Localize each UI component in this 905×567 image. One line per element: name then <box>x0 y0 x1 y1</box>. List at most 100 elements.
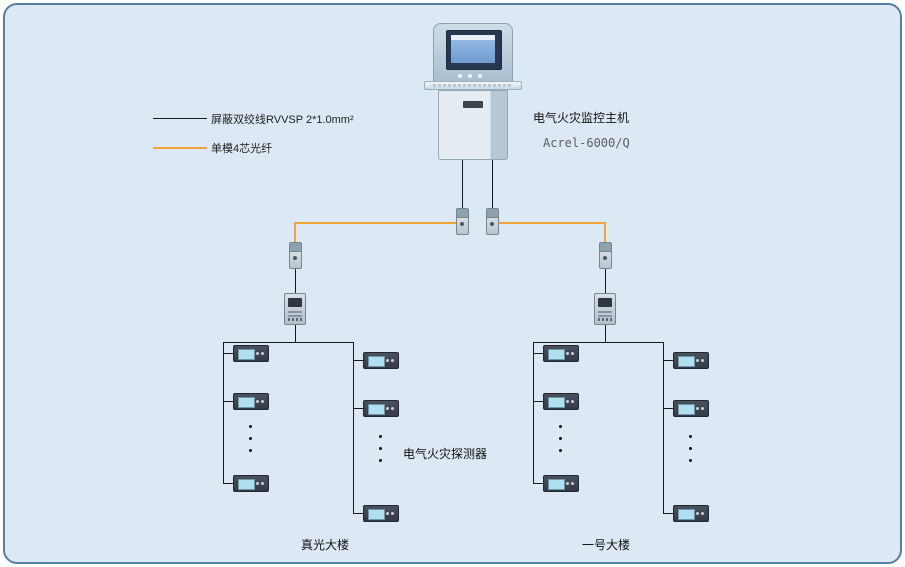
wire-segment <box>663 408 673 409</box>
legend-wire-label: 屏蔽双绞线RVVSP 2*1.0mm² <box>211 114 354 126</box>
detector-button-icon <box>256 352 259 355</box>
collector-terminals <box>288 318 302 321</box>
detector-screen <box>678 356 695 367</box>
detector-button-icon <box>256 482 259 485</box>
wire-segment <box>223 342 224 484</box>
building-label-left: 真光大楼 <box>301 538 350 552</box>
wire-segment <box>223 483 233 484</box>
ellipsis-dots <box>559 449 562 452</box>
collector-screen <box>598 298 612 307</box>
wire-segment <box>533 483 543 484</box>
detector-button-icon <box>566 352 569 355</box>
detector-screen <box>368 356 385 367</box>
detector-button-icon <box>261 352 264 355</box>
wire-segment <box>353 408 363 409</box>
wire-segment <box>353 513 363 514</box>
ellipsis-dots <box>379 447 382 450</box>
wire-segment <box>223 342 354 343</box>
fire-detector <box>543 393 579 410</box>
detector-screen <box>548 479 565 490</box>
detector-screen <box>678 404 695 415</box>
detector-button-icon <box>701 407 704 410</box>
ellipsis-dots <box>689 459 692 462</box>
detector-screen <box>368 509 385 520</box>
detector-button-icon <box>256 400 259 403</box>
detector-screen <box>238 479 255 490</box>
ellipsis-dots <box>379 459 382 462</box>
collector-row <box>288 311 302 313</box>
detectors-annotation: 电气火灾探测器 <box>403 447 488 461</box>
fire-detector <box>233 345 269 362</box>
fire-detector <box>673 352 709 369</box>
wire-segment <box>295 269 296 293</box>
fiber-segment <box>296 222 456 224</box>
data-collector <box>594 293 616 325</box>
legend-fiber-sample <box>153 147 207 149</box>
fiber-segment <box>604 222 606 242</box>
legend-fiber-label: 单模4芯光纤 <box>211 143 273 155</box>
collector-row <box>288 315 302 317</box>
detector-button-icon <box>566 482 569 485</box>
host-vent-slot <box>463 101 483 108</box>
detector-button-icon <box>261 400 264 403</box>
host-button-icon <box>458 74 462 78</box>
fire-detector <box>233 393 269 410</box>
host-label: 电气火灾监控主机 <box>533 111 630 125</box>
host-cabinet-body <box>438 90 508 160</box>
fiber-converter <box>289 242 302 269</box>
wire-segment <box>492 160 493 208</box>
detector-screen <box>678 509 695 520</box>
host-monitor-housing <box>433 23 513 83</box>
wire-segment <box>605 325 606 342</box>
detector-button-icon <box>696 407 699 410</box>
wire-segment <box>295 325 296 342</box>
wire-segment <box>353 342 354 514</box>
detector-screen <box>548 349 565 360</box>
fire-detector <box>363 400 399 417</box>
fire-detector <box>673 400 709 417</box>
wire-segment <box>663 360 673 361</box>
detector-screen <box>368 404 385 415</box>
ellipsis-dots <box>379 435 382 438</box>
collector-row <box>598 315 612 317</box>
data-collector <box>284 293 306 325</box>
detector-button-icon <box>571 352 574 355</box>
wire-segment <box>223 353 233 354</box>
fiber-converter <box>599 242 612 269</box>
ellipsis-dots <box>249 425 252 428</box>
ellipsis-dots <box>249 449 252 452</box>
ellipsis-dots <box>559 437 562 440</box>
building-label-right: 一号大楼 <box>582 538 631 552</box>
host-keyboard-tray <box>424 81 522 90</box>
detector-screen <box>238 397 255 408</box>
wire-segment <box>223 401 233 402</box>
wire-segment <box>462 160 463 208</box>
fire-detector <box>233 475 269 492</box>
wire-segment <box>353 360 363 361</box>
legend-wire-sample <box>153 118 207 119</box>
detector-button-icon <box>696 512 699 515</box>
fire-detector <box>363 352 399 369</box>
fire-detector <box>673 505 709 522</box>
detector-button-icon <box>391 512 394 515</box>
wire-segment <box>533 401 543 402</box>
host-model-label: Acrel-6000/Q <box>543 136 630 150</box>
fiber-segment <box>294 222 296 242</box>
detector-button-icon <box>391 359 394 362</box>
fiber-converter <box>456 208 469 235</box>
wire-segment <box>533 353 543 354</box>
detector-button-icon <box>701 359 704 362</box>
collector-screen <box>288 298 302 307</box>
host-monitor-display <box>451 35 495 63</box>
detector-button-icon <box>566 400 569 403</box>
fiber-converter <box>486 208 499 235</box>
fiber-segment <box>499 222 605 224</box>
ellipsis-dots <box>249 437 252 440</box>
detector-button-icon <box>386 512 389 515</box>
host-button-icon <box>478 74 482 78</box>
detector-button-icon <box>571 482 574 485</box>
diagram-frame: 屏蔽双绞线RVVSP 2*1.0mm² 单模4芯光纤 电气火灾监控主机 Acre… <box>3 3 902 564</box>
detector-button-icon <box>386 359 389 362</box>
detector-button-icon <box>571 400 574 403</box>
